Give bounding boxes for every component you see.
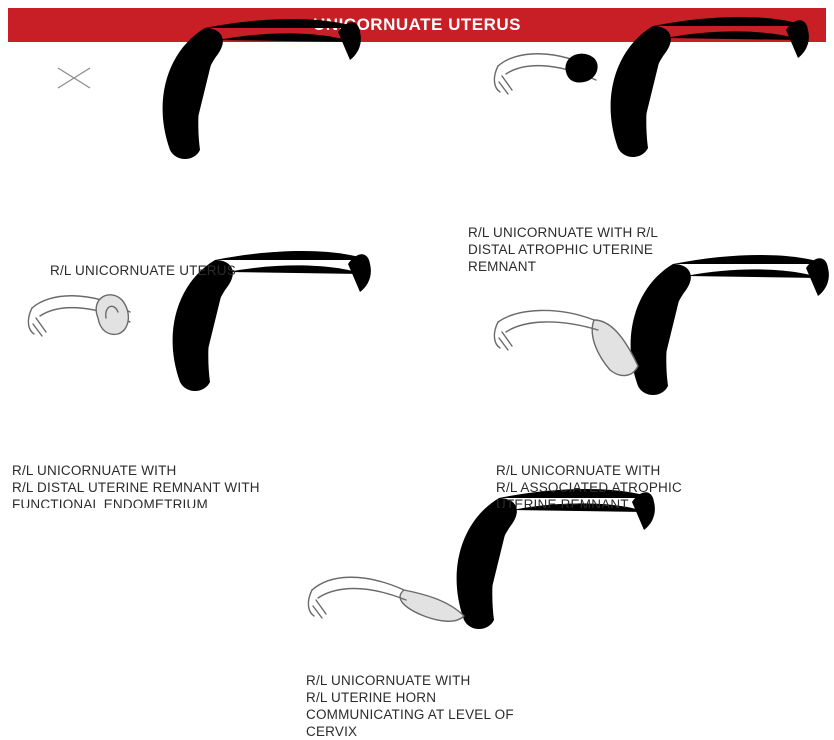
figure-horn-communicating-cervix <box>308 489 655 700</box>
caption-panel-b: R/L UNICORNUATE WITH R/L DISTAL ATROPHIC… <box>468 224 658 275</box>
caption-line: R/L UNICORNUATE WITH <box>306 672 514 689</box>
caption-line: R/L UNICORNUATE WITH <box>496 462 682 479</box>
caption-line: CERVIX <box>306 723 514 740</box>
caption-panel-d: R/L UNICORNUATE WITH R/L ASSOCIATED ATRO… <box>496 462 682 508</box>
figure-unicornuate-uterus <box>163 19 361 230</box>
caption-line: DISTAL ATROPHIC UTERINE <box>468 241 658 258</box>
caption-line: R/L DISTAL UTERINE REMNANT WITH <box>12 479 260 496</box>
caption-panel-c: R/L UNICORNUATE WITH R/L DISTAL UTERINE … <box>12 462 260 508</box>
caption-line: R/L ASSOCIATED ATROPHIC <box>496 479 682 496</box>
caption-line: REMNANT <box>468 258 658 275</box>
caption-panel-a: R/L UNICORNUATE UTERUS <box>50 262 236 279</box>
caption-line: UTERINE REMNANT <box>496 496 682 508</box>
cross-mark <box>58 68 90 88</box>
figure-associated-atrophic-remnant <box>494 255 829 466</box>
caption-line: R/L UNICORNUATE WITH R/L <box>468 224 658 241</box>
caption-line: COMMUNICATING AT LEVEL OF <box>306 706 514 723</box>
caption-line: R/L UNICORNUATE UTERUS <box>50 262 236 279</box>
caption-line: FUNCTIONAL ENDOMETRIUM <box>12 496 260 508</box>
figure-functional-remnant <box>28 251 371 462</box>
figure-distal-atrophic-remnant <box>494 17 809 228</box>
caption-line: R/L UTERINE HORN <box>306 689 514 706</box>
caption-panel-e: R/L UNICORNUATE WITH R/L UTERINE HORN CO… <box>306 672 514 740</box>
caption-line: R/L UNICORNUATE WITH <box>12 462 260 479</box>
